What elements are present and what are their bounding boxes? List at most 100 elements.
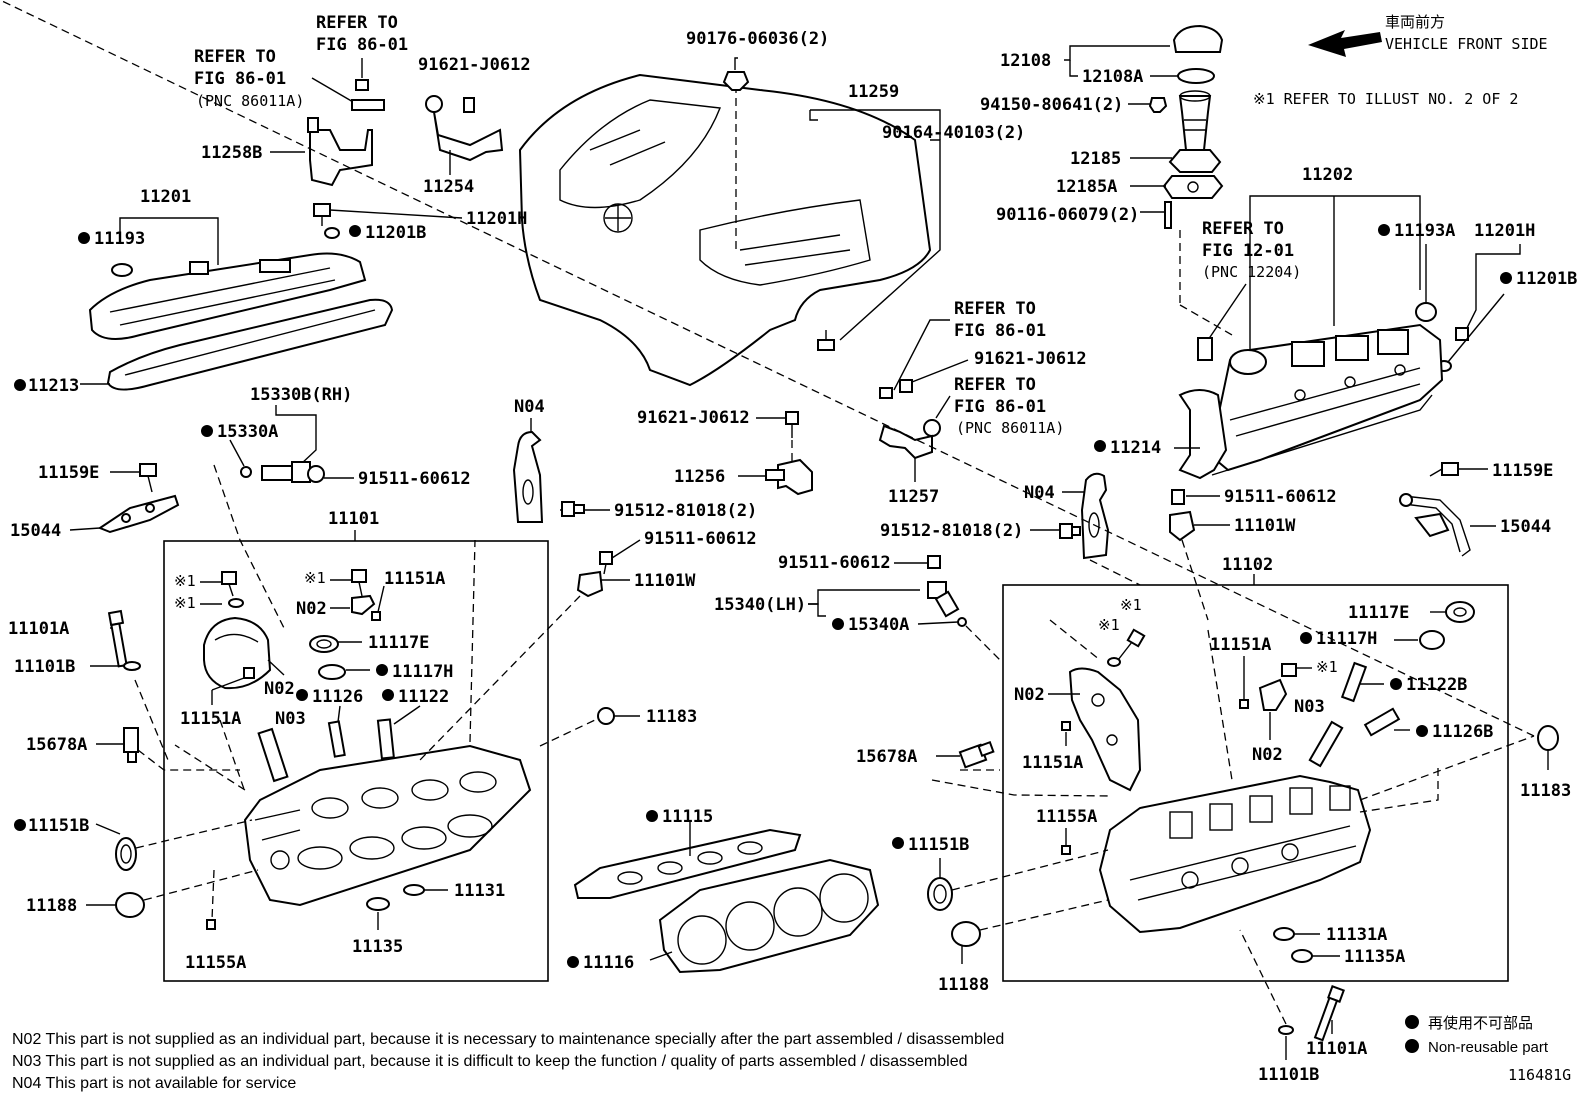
callout-refer-to-1: REFER TO	[316, 13, 398, 33]
gasket-12108a-icon	[1177, 68, 1215, 84]
bolt-star1-left-icon	[221, 571, 244, 608]
note-n03: N03 This part is not supplied as an indi…	[12, 1053, 968, 1070]
callout-n03-left: N03	[275, 709, 306, 729]
callout-91621-j0612-3: 91621-J0612	[974, 349, 1087, 369]
callout-11101a-right: 11101A	[1306, 1039, 1367, 1059]
head-cover-11202	[1208, 323, 1444, 472]
callout-11151a-right-1: 11151A	[1022, 753, 1083, 773]
callout-12108a: 12108A	[1082, 67, 1143, 87]
star1-left-1: ※1	[174, 572, 196, 590]
head-cover-11201	[88, 252, 367, 340]
cylinder-head-11101	[243, 744, 532, 907]
callout-11101b-right: 11101B	[1258, 1065, 1319, 1085]
callout-11213: 11213	[28, 376, 79, 396]
legend-label-en: Non-reusable part	[1428, 1039, 1549, 1056]
washer-11101b-right-icon	[1278, 1025, 1294, 1035]
gasket-12185a-icon	[1162, 175, 1224, 199]
non-reusable-mark-icon	[1405, 1039, 1419, 1053]
callout-fig86-3: FIG 86-01	[954, 321, 1046, 341]
callout-n03-right: N03	[1294, 697, 1325, 717]
non-reusable-mark-icon	[201, 425, 213, 437]
note-n04: N04 This part is not available for servi…	[12, 1075, 296, 1092]
callout-11254: 11254	[423, 177, 474, 197]
callout-11188-right: 11188	[938, 975, 989, 995]
nut-94150-icon	[1148, 97, 1168, 113]
illustration-id: 116481G	[1508, 1066, 1571, 1084]
callout-91621-j0612-2: 91621-J0612	[637, 408, 750, 428]
guide-11126-left-icon	[327, 720, 346, 758]
plug-11117e-right	[1445, 601, 1475, 623]
non-reusable-mark-icon	[14, 379, 26, 391]
callout-11117e-right: 11117E	[1348, 603, 1409, 623]
sensor-15678a-right-icon	[958, 740, 995, 769]
gasket-11193-icon	[111, 263, 133, 277]
callout-n02-right-1: N02	[1014, 685, 1045, 705]
callout-90164: 90164-40103(2)	[882, 123, 1025, 143]
group-box-11101	[163, 540, 549, 982]
gasket-11135a-icon	[1291, 949, 1313, 963]
non-reusable-mark-icon	[1378, 224, 1390, 236]
plug-11188-right-icon	[951, 921, 981, 947]
callout-fig86-1: FIG 86-01	[316, 35, 408, 55]
gasket-11214	[1178, 389, 1433, 480]
pipe-15044-left	[97, 494, 180, 534]
bearing-cap-left	[203, 616, 272, 690]
callout-11135-left: 11135	[352, 937, 403, 957]
callout-11151a-left-1: 11151A	[180, 709, 241, 729]
callout-11117h-left: 11117H	[392, 662, 453, 682]
callout-11258b: 11258B	[201, 143, 262, 163]
hook-n04-center	[512, 430, 544, 523]
callout-pnc86011a-2: (PNC 86011A)	[956, 419, 1064, 437]
non-reusable-mark-icon	[1094, 440, 1106, 452]
callout-94150: 94150-80641(2)	[980, 95, 1123, 115]
gasket-11193a-icon	[1415, 302, 1437, 322]
non-reusable-mark-icon	[1416, 725, 1428, 737]
callout-n02-left-1: N02	[264, 679, 295, 699]
non-reusable-mark-icon	[1405, 1015, 1419, 1029]
callout-15330b: 15330B(RH)	[250, 385, 352, 405]
callout-11101a-left: 11101A	[8, 619, 69, 639]
callout-refer-to-3: REFER TO	[954, 299, 1036, 319]
gasket-11117h-right-icon	[1419, 630, 1445, 650]
guide-11122b-icon	[1340, 661, 1368, 703]
callout-12185: 12185	[1070, 149, 1121, 169]
callout-refer-to-2: REFER TO	[194, 47, 276, 67]
callout-11135a: 11135A	[1344, 947, 1405, 967]
bolt-11159e-right-icon	[1429, 462, 1459, 477]
callout-11201h-left: 11201H	[466, 209, 527, 229]
callout-11188-left: 11188	[26, 896, 77, 916]
callout-11151b-left: 11151B	[28, 816, 89, 836]
callout-15044-left: 15044	[10, 521, 61, 541]
callout-91511-mid: 91511-60612	[778, 553, 891, 573]
callout-91512-right: 91512-81018(2)	[880, 521, 1023, 541]
callout-12185a: 12185A	[1056, 177, 1117, 197]
group-box-11102	[1002, 584, 1509, 982]
bolt-91512-right-icon	[1059, 523, 1081, 539]
callout-11151b-right: 11151B	[908, 835, 969, 855]
callout-11201h-right: 11201H	[1474, 221, 1535, 241]
bolt-91512-center-icon	[561, 501, 585, 517]
pipe-n03-left-icon	[257, 727, 289, 783]
callout-91511-right: 91511-60612	[1224, 487, 1337, 507]
bracket-11254	[425, 95, 504, 162]
callout-11193a: 11193A	[1394, 221, 1455, 241]
bolt-11201h-right-icon	[1455, 327, 1469, 341]
non-reusable-mark-icon	[1500, 272, 1512, 284]
bracket-11256	[765, 458, 813, 496]
sensor-15330b-icon	[261, 461, 325, 483]
gasket-11213	[106, 298, 394, 391]
callout-15044-right: 15044	[1500, 517, 1551, 537]
guide-11122-left-icon	[376, 718, 395, 760]
gasket-11115	[573, 828, 802, 899]
sensor-fig12-icon	[1197, 337, 1213, 361]
callout-11117h-right: 11117H	[1316, 629, 1377, 649]
non-reusable-mark-icon	[376, 664, 388, 676]
part-n02-left-icon	[351, 594, 376, 616]
bolt-11201h-icon	[313, 203, 340, 239]
callout-11101w-center: 11101W	[634, 571, 696, 591]
callout-11151a-right-2: 11151A	[1210, 635, 1271, 655]
non-reusable-mark-icon	[567, 956, 579, 968]
callout-pnc86011a-1: (PNC 86011A)	[196, 92, 304, 110]
legend-non-reusable: 再使用不可部品 Non-reusable part	[1405, 1015, 1549, 1056]
